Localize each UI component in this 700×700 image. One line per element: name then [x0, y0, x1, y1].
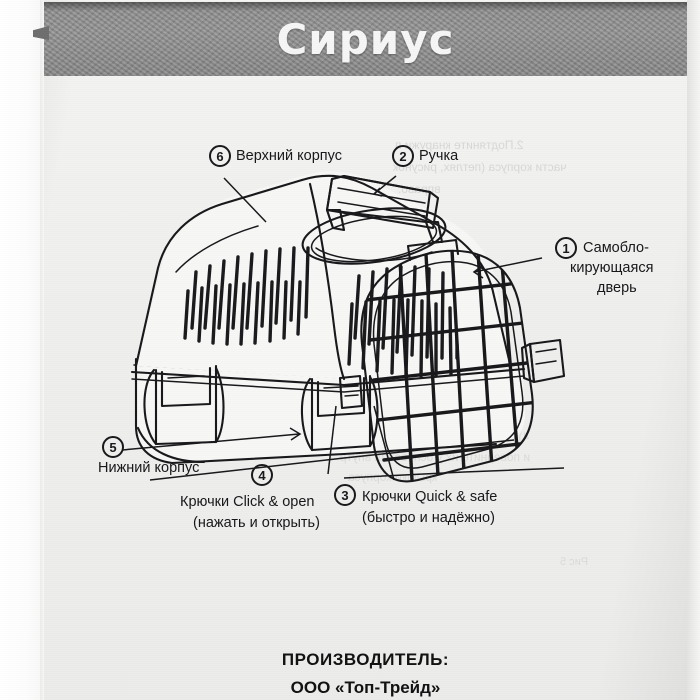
pet-carrier-illustration: .ln{fill:none;stroke:#18181b;stroke-widt…	[121, 171, 566, 483]
paper-left-margin	[0, 0, 44, 700]
banner-notch-mark	[33, 26, 49, 40]
callout-label-1-line3: дверь	[597, 280, 637, 296]
page-title: Сириус	[276, 14, 455, 64]
callout-label-2: Ручка	[419, 148, 459, 164]
door-latch-left	[338, 374, 364, 410]
header-banner	[44, 2, 687, 76]
door-latch-right	[520, 338, 566, 384]
latch-click-open	[143, 364, 225, 446]
banner-top-shadow	[44, 2, 687, 11]
callout-label-5: Нижний корпус	[98, 460, 200, 476]
self-locking-door	[360, 238, 534, 483]
callout-label-4-line1: Крючки Click & open	[180, 494, 315, 510]
manufacturer-label: ПРОИЗВОДИТЕЛЬ:	[281, 650, 450, 669]
paper-right-edge	[687, 0, 700, 700]
callout-label-6: Верхний корпус	[236, 148, 342, 164]
callout-label-1-line2: кирующаяся	[570, 260, 654, 276]
callout-label-4-line2: (нажать и открыть)	[193, 515, 320, 531]
callout-label-1-line1: Самобло-	[583, 240, 649, 256]
latch-quick-safe	[300, 374, 379, 452]
manufacturer-name: ООО «Топ-Трейд»	[290, 678, 441, 697]
paper-fold-line	[40, 0, 43, 700]
callout-label-3-line1: Крючки Quick & safe	[362, 489, 498, 505]
callout-label-3-line2: (быстро и надёжно)	[362, 510, 495, 526]
ventilation-slots-left	[183, 246, 310, 346]
